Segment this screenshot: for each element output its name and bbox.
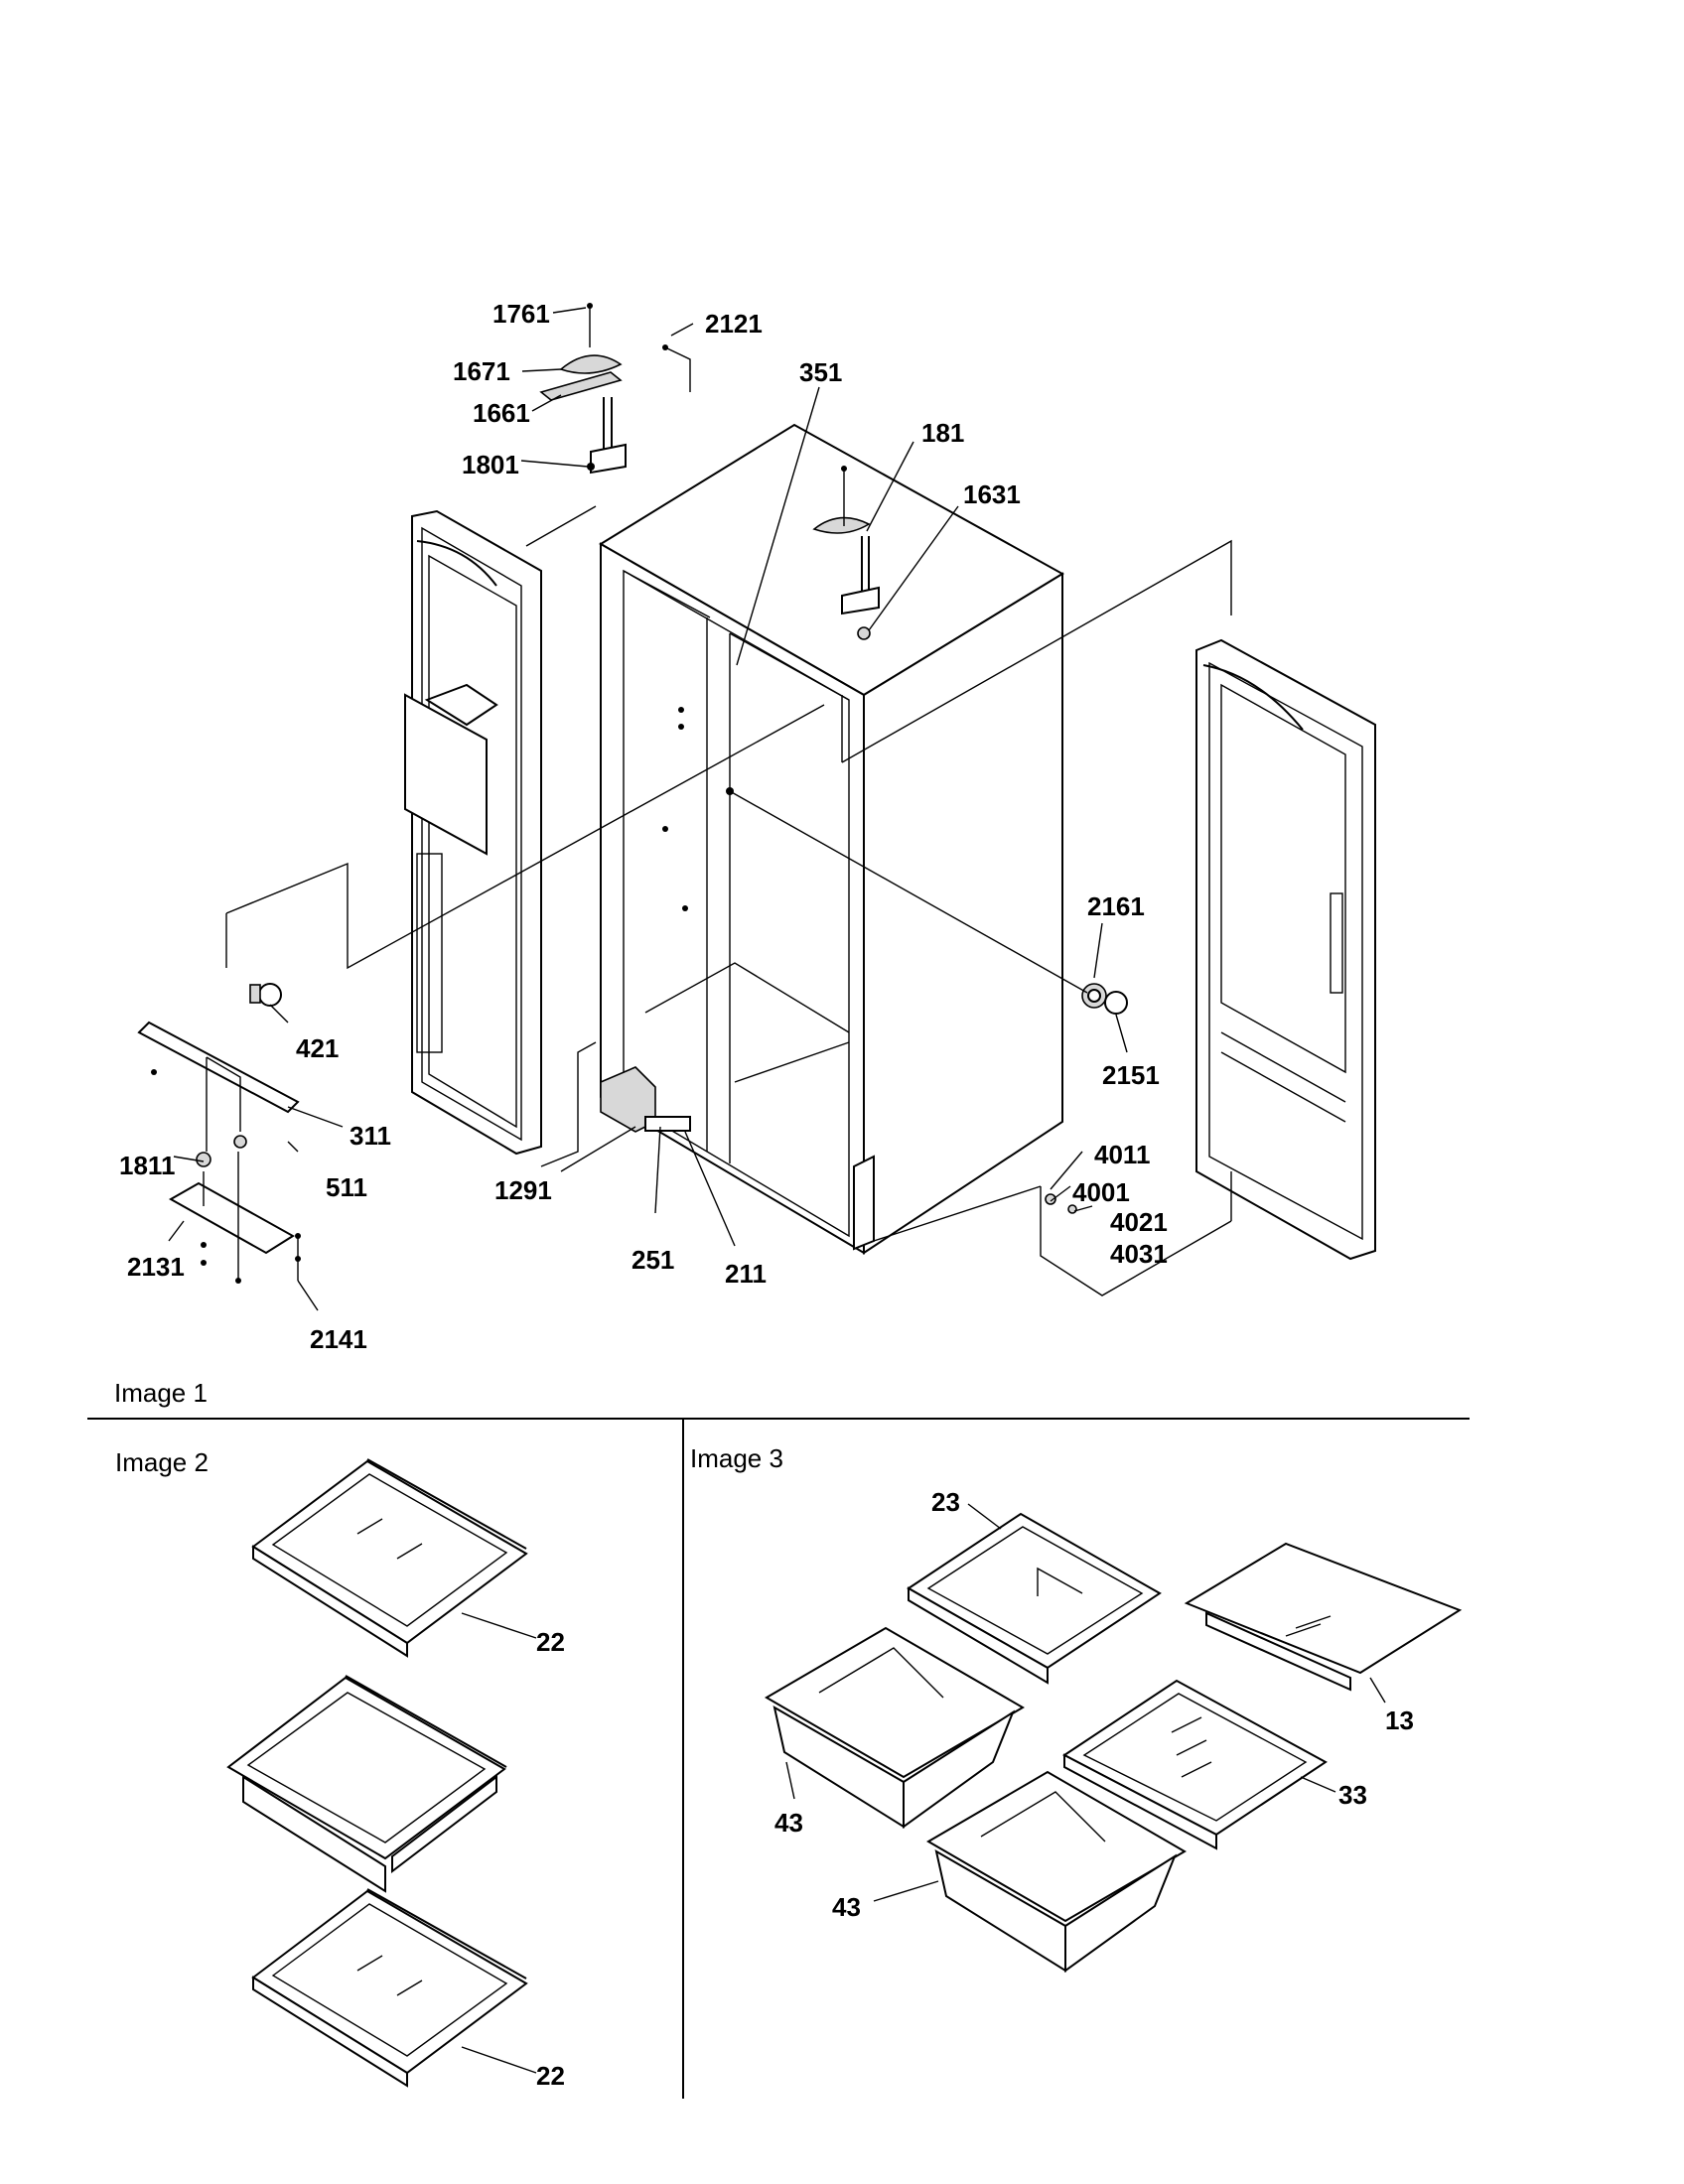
callout-13: 13 <box>1385 1706 1414 1735</box>
top-hinge-assembly <box>539 303 691 475</box>
callout-2121: 2121 <box>705 309 763 339</box>
leader-43b <box>873 1880 939 1902</box>
crisper-pan-top <box>765 1626 1025 1829</box>
glass-shelf-bottom <box>251 1888 528 2088</box>
callout-1661: 1661 <box>473 398 530 428</box>
leader-23 <box>967 1503 1002 1530</box>
assembly-guide-lines <box>225 505 1232 1297</box>
refrigerator-cabinet <box>599 423 1064 1255</box>
callout-22-top: 22 <box>536 1627 565 1657</box>
callout-4011: 4011 <box>1094 1140 1150 1169</box>
callout-22-bottom: 22 <box>536 2061 565 2091</box>
leader-22b <box>461 2046 537 2074</box>
callout-33: 33 <box>1338 1780 1367 1810</box>
callout-43-bottom: 43 <box>832 1892 861 1922</box>
cabinet-bottom-hinge <box>600 1066 1077 1251</box>
leader-33 <box>1300 1776 1336 1793</box>
right-hinge-assembly <box>812 466 880 640</box>
glass-shelf-middle <box>226 1675 507 1893</box>
crisper-cover-frame <box>907 1512 1162 1685</box>
leader-13 <box>1369 1677 1386 1704</box>
glass-cover-13 <box>1184 1542 1463 1692</box>
leader-22a <box>461 1612 537 1639</box>
caption-image-1: Image 1 <box>114 1378 208 1408</box>
freezer-door <box>404 509 542 1156</box>
bottom-hinge-bracket-parts <box>137 1021 301 1284</box>
callout-23: 23 <box>931 1487 960 1517</box>
callout-2131: 2131 <box>127 1252 185 1282</box>
callout-181: 181 <box>921 418 964 448</box>
callout-43-top: 43 <box>774 1808 803 1838</box>
callout-2141: 2141 <box>310 1324 367 1354</box>
crisper-pan-bottom <box>926 1770 1187 1973</box>
callout-1801: 1801 <box>462 450 519 479</box>
caption-image-3: Image 3 <box>690 1443 783 1473</box>
glass-shelf-top <box>251 1458 528 1658</box>
callout-2151: 2151 <box>1102 1060 1160 1090</box>
callout-2161: 2161 <box>1087 891 1145 921</box>
callout-311: 311 <box>350 1121 391 1151</box>
water-fitting-parts <box>1081 983 1128 1015</box>
callout-1811: 1811 <box>119 1151 175 1180</box>
callout-251: 251 <box>632 1245 674 1275</box>
callout-4021: 4021 <box>1110 1207 1168 1237</box>
callout-4001: 4001 <box>1072 1177 1130 1207</box>
callout-4031: 4031 <box>1110 1239 1168 1269</box>
callout-1671: 1671 <box>453 356 510 386</box>
callout-511: 511 <box>326 1172 367 1202</box>
light-bulb-part <box>249 983 282 1007</box>
callout-leaders-image1 <box>168 307 1128 1311</box>
callout-211: 211 <box>725 1259 767 1289</box>
callout-1631: 1631 <box>963 479 1021 509</box>
callout-351: 351 <box>799 357 842 387</box>
crisper-cover-frame-33 <box>1062 1679 1328 1850</box>
leader-43a <box>785 1761 795 1800</box>
callout-1291: 1291 <box>494 1175 552 1205</box>
callout-1761: 1761 <box>492 299 550 329</box>
caption-image-2: Image 2 <box>115 1447 209 1477</box>
callout-421: 421 <box>296 1033 339 1063</box>
fresh-food-door <box>1195 638 1376 1261</box>
